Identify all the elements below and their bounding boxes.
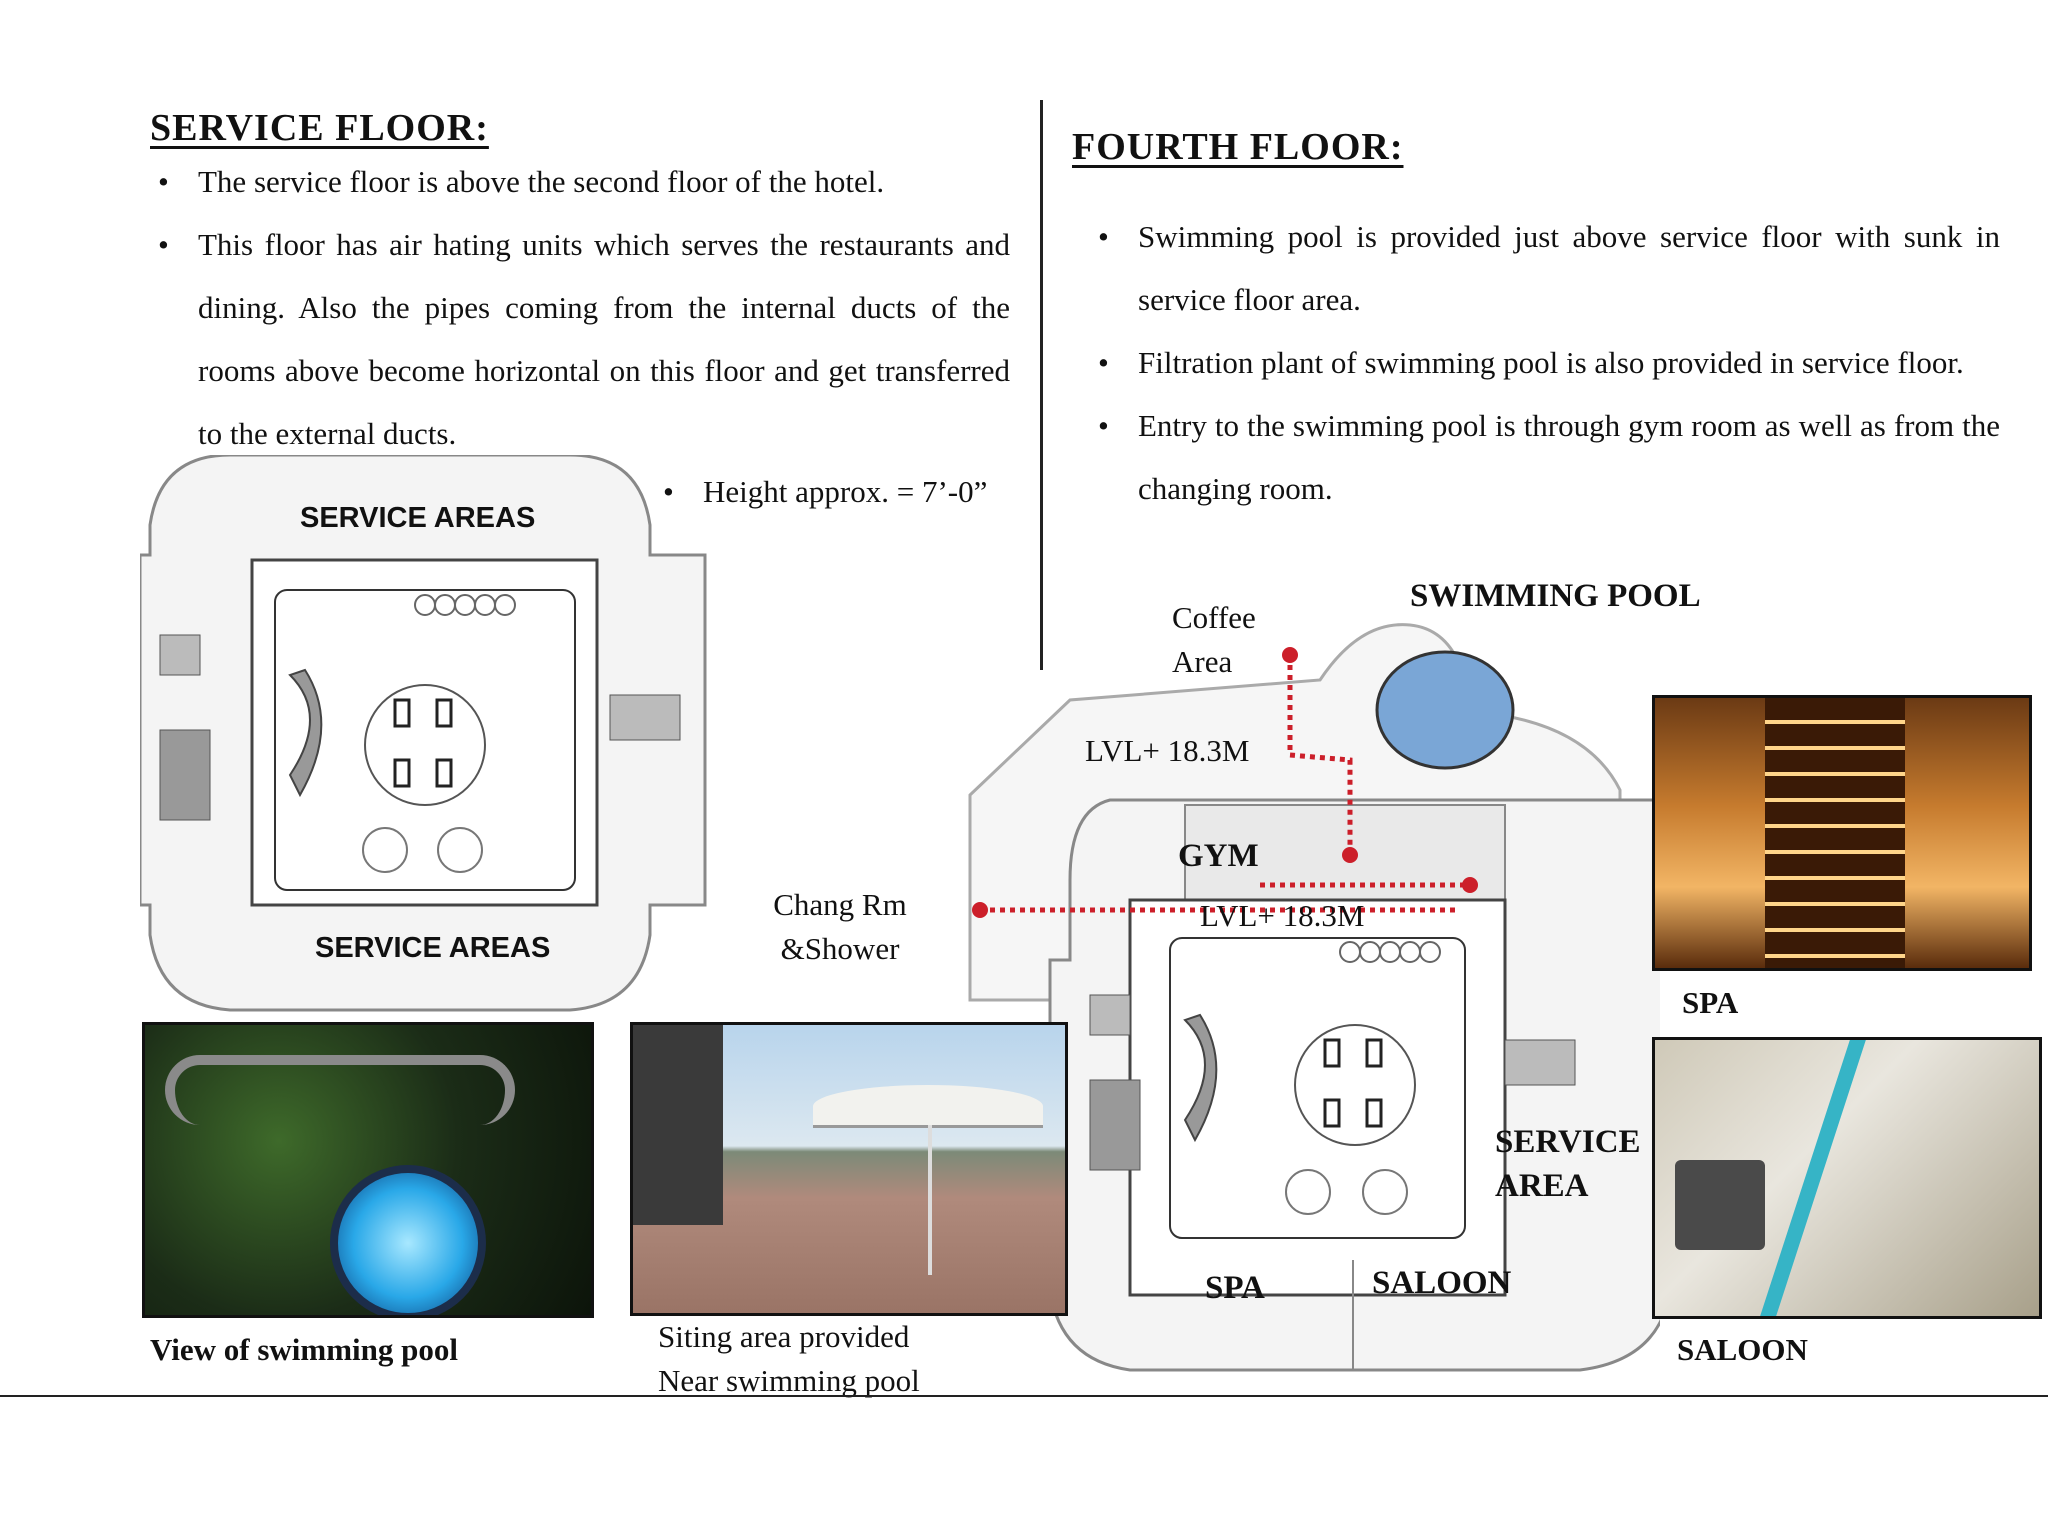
saloon-caption: SALOON: [1677, 1332, 1808, 1367]
service-plan-round-table: [364, 684, 486, 806]
fourth-plan-stair-left: [1089, 994, 1131, 1036]
label-chang-rm: Chang Rm &Shower: [773, 887, 907, 966]
pool-shape: [1375, 650, 1515, 770]
route-markers: [972, 647, 1478, 918]
service-floor-height-bullet: Height approx. = 7’-0”: [655, 460, 1035, 523]
spa-photo: [1652, 695, 2032, 971]
label-spa: SPA: [1205, 1270, 1265, 1306]
service-floor-bullets: The service floor is above the second fl…: [150, 150, 1010, 465]
fourth-floor-bullets: Swimming pool is provided just above ser…: [1090, 205, 2000, 520]
spa-steps: [1765, 698, 1905, 968]
service-plan-label-bottom: SERVICE AREAS: [315, 932, 551, 964]
service-plan-lift-left: [159, 729, 211, 821]
fourth-floor-plan: [968, 623, 1660, 1372]
service-floor-bullet-1: The service floor is above the second fl…: [150, 150, 1010, 213]
label-saloon: SALOON: [1372, 1265, 1512, 1301]
service-plan-booths: [288, 668, 323, 798]
service-plan-hex: [362, 827, 483, 873]
label-level-2: LVL+ 18.3M: [1200, 898, 1365, 933]
service-plan-tables: [393, 698, 453, 788]
umbrella: [813, 1085, 1043, 1128]
label-coffee-area: Coffee Area: [1172, 600, 1256, 679]
fourth-plan-round-table: [1294, 1024, 1416, 1146]
route-dotted-lines: [980, 655, 1470, 913]
label-swimming-pool: SWIMMING POOL: [1410, 578, 1701, 614]
saloon-chair: [1675, 1160, 1765, 1250]
saloon-blue-bar: [1760, 1040, 1866, 1316]
service-plan-stair-left: [159, 634, 201, 676]
swimming-pool-photo: [142, 1022, 594, 1318]
service-floor-title: SERVICE FLOOR:: [150, 107, 489, 149]
pool-glow: [330, 1165, 486, 1315]
fourth-floor-bullet-1: Swimming pool is provided just above ser…: [1090, 205, 2000, 331]
swimming-pool-caption: View of swimming pool: [150, 1332, 458, 1367]
column-divider: [1040, 100, 1043, 670]
bottom-rule: [0, 1395, 2048, 1397]
service-floor-bullet-3: Height approx. = 7’-0”: [655, 460, 1035, 523]
sitting-area-caption: Siting area provided Near swimming pool: [658, 1319, 920, 1398]
fourth-plan-tables: [1323, 1038, 1383, 1128]
umbrella-pole: [928, 1125, 932, 1275]
fourth-floor-bullet-3: Entry to the swimming pool is through gy…: [1090, 394, 2000, 520]
service-floor-plan: [140, 455, 707, 1012]
fourth-plan-booths: [1183, 1013, 1218, 1143]
fourth-plan-clouds: [1339, 941, 1441, 963]
pool-walkway: [165, 1055, 515, 1125]
service-plan-label-top: SERVICE AREAS: [300, 502, 536, 534]
label-gym: GYM: [1178, 838, 1259, 874]
service-floor-bullet-2: This floor has air hating units which se…: [150, 213, 1010, 465]
fourth-floor-title: FOURTH FLOOR:: [1072, 126, 1404, 168]
service-plan-clouds: [414, 594, 516, 616]
label-service-area: SERVICE AREA: [1495, 1124, 1641, 1204]
label-level-1: LVL+ 18.3M: [1085, 733, 1250, 768]
spa-caption: SPA: [1682, 985, 1739, 1020]
building-silhouette: [633, 1025, 723, 1225]
saloon-photo: [1652, 1037, 2042, 1319]
sitting-area-photo: [630, 1022, 1068, 1316]
service-plan-stair-right: [609, 694, 681, 741]
fourth-plan-hex: [1285, 1169, 1408, 1215]
fourth-plan-stair-right: [1504, 1039, 1576, 1086]
fourth-floor-bullet-2: Filtration plant of swimming pool is als…: [1090, 331, 2000, 394]
fourth-plan-lift-left: [1089, 1079, 1141, 1171]
